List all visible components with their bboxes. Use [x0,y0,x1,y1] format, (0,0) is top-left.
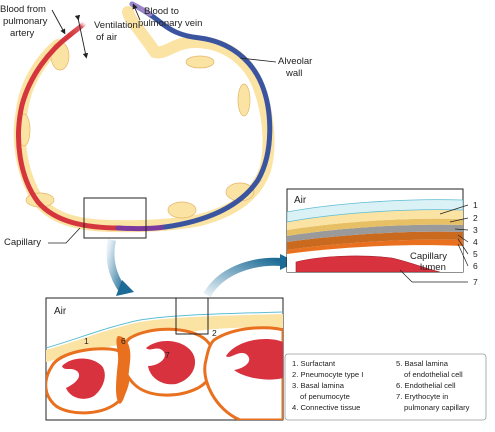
label-line: Blood from [0,4,46,15]
legend: 1. Surfactant 2. Pneumocyte type I 3. Ba… [284,353,487,421]
label-ventilation: Ventilation of air [94,20,138,43]
label-line: pulmonary [3,16,48,27]
alveolus [13,1,275,233]
cell-bulge [185,55,215,69]
callout-lower-2: 2 [212,328,217,338]
callout-lower-6: 6 [121,336,126,346]
zoom-box-alveolus [83,197,147,239]
label-line: artery [10,28,35,39]
layer-connective-tissue [287,224,463,242]
ventilation-double-arrow [74,14,89,59]
callout-3: 3 [473,225,478,235]
legend-item: 4. Connective tissue [292,403,360,412]
arrow-blood-in [51,9,66,35]
erythrocyte-left [62,358,105,399]
label-line: Blood to [144,6,179,17]
label-air-lower: Air [54,306,67,317]
pneumocyte-layer [46,314,283,362]
cell-bulge [237,83,251,117]
magnified-membrane-panel: Air Capillary lumen [286,188,464,273]
cell-bulge [167,201,197,219]
label-capillary-lumen-2: lumen [420,262,446,273]
layer-basal-lamina-pneumocyte [287,218,463,236]
capillary-vessel [115,224,168,232]
label-line: Ventilation [94,20,138,31]
label-capillary: Capillary [4,237,41,248]
callout-lower-7: 7 [165,350,170,360]
erythrocyte [295,255,441,272]
layer-surfactant [287,199,463,223]
legend-item: 3. Basal lamina [292,381,345,390]
arrow-blood-out [132,3,141,21]
label-air-upper: Air [294,195,307,206]
upper-callouts: 1 2 3 4 5 6 7 [399,200,478,287]
label-line: Alveolar [278,56,312,67]
pulmonary-vein-vessel [129,1,273,230]
erythrocyte-middle [146,341,196,385]
surfactant-lining [46,311,283,349]
label-blood-from-artery: Blood from pulmonary artery [0,4,48,39]
callout-5: 5 [473,249,478,259]
label-line: pulmonary vein [138,18,202,29]
layer-basal-lamina-endothelial [287,231,463,250]
leader-capillary [48,227,81,244]
legend-item: 6. Endothelial cell [396,381,456,390]
callout-6: 6 [473,261,478,271]
pulmonary-artery-vessel [16,32,123,231]
callout-7: 7 [473,277,478,287]
legend-item: pulmonary capillary [404,403,470,412]
callout-2: 2 [473,213,478,223]
label-alveolar-wall: Alveolar wall [278,56,312,79]
erythrocyte-right [226,338,283,380]
legend-item: of endothelial cell [404,370,463,379]
legend-item: 7. Erythocyte in [396,392,448,401]
layer-pneumocyte [287,209,463,230]
zoom-arrow-right [203,257,283,298]
legend-item: 5. Basal lamina [396,359,449,368]
label-blood-to-vein: Blood to pulmonary vein [138,6,202,29]
legend-item: 2. Pneumocyte type I [292,370,363,379]
zoom-box-membrane [175,297,209,335]
callout-1: 1 [473,200,478,210]
callout-4: 4 [473,237,478,247]
label-capillary-lumen-1: Capillary [410,251,447,262]
label-line: wall [285,68,302,79]
legend-item: 1. Surfactant [292,359,336,368]
legend-item: of penumocyte [300,392,350,401]
leader-alveolar-wall [239,57,277,63]
label-line: of air [96,32,117,43]
callout-lower-1: 1 [84,336,89,346]
magnified-capillary-panel: Air 1 6 7 2 [45,297,284,421]
endothelial-cell-6 [116,336,131,404]
